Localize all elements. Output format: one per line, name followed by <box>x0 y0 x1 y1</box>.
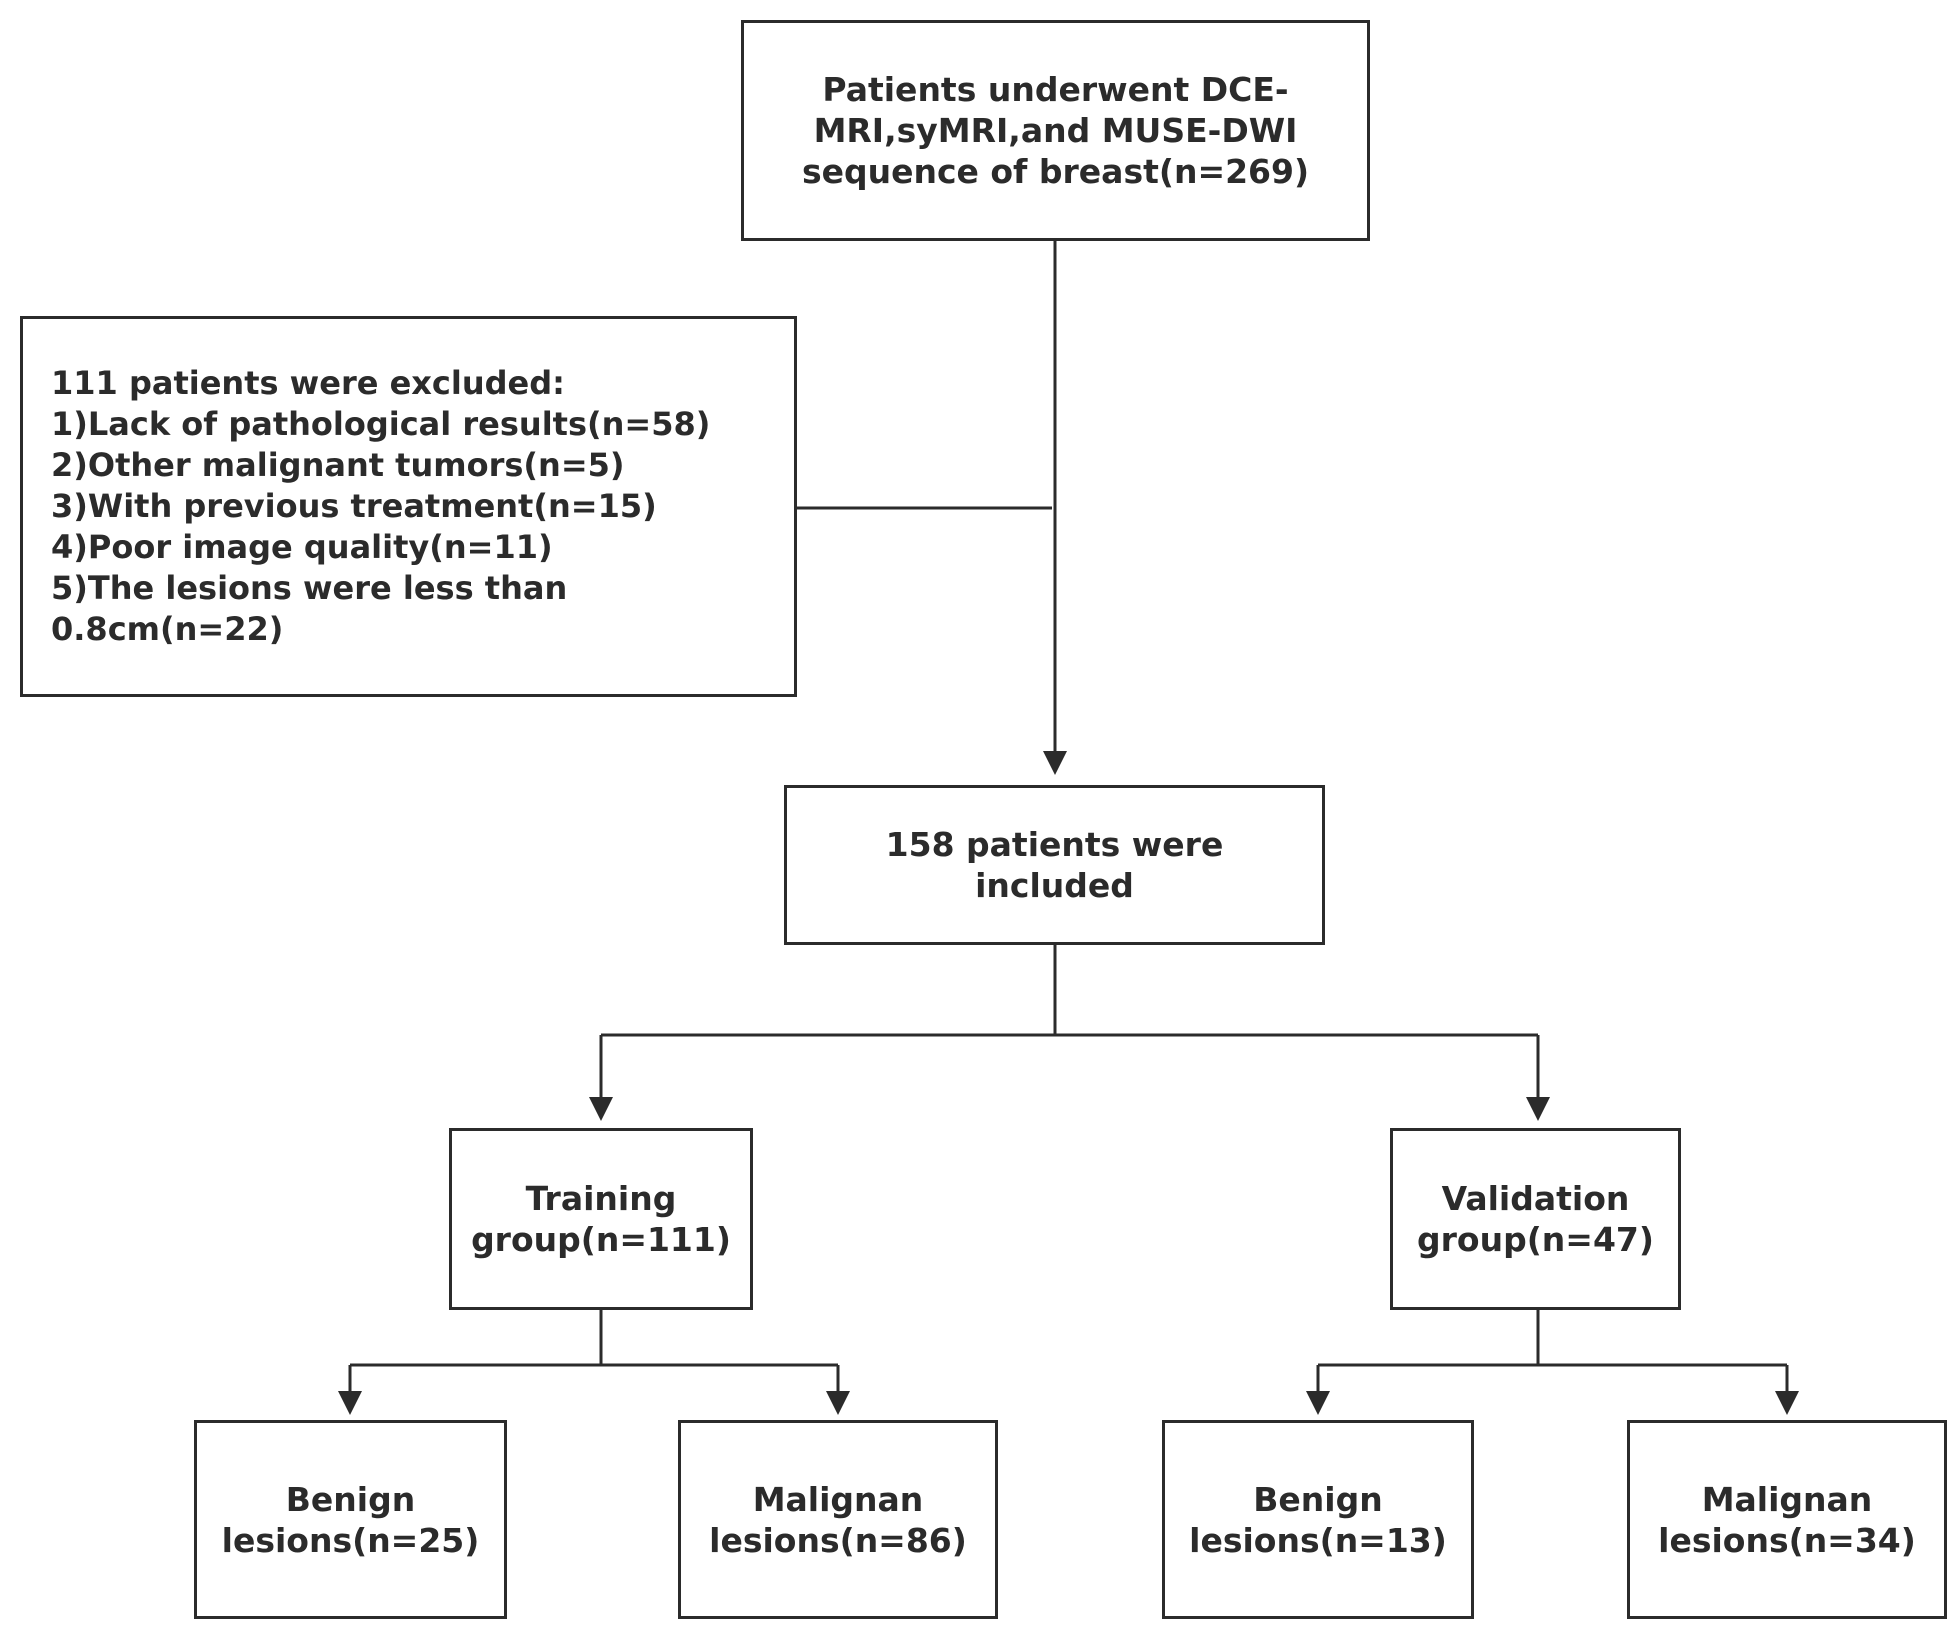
validation-line-1: Validation <box>1441 1179 1630 1218</box>
training-malignant-line-1: Malignan <box>752 1479 924 1519</box>
start-box: Patients underwent DCE- MRI,syMRI,and MU… <box>741 20 1370 241</box>
training-malignant-line-2: lesions(n=86) <box>709 1520 967 1560</box>
training-group-box: Training group(n=111) <box>449 1128 753 1310</box>
validation-line-2: group(n=47) <box>1417 1220 1654 1259</box>
start-line-1: Patients underwent DCE- <box>822 70 1289 109</box>
validation-malignant-line-2: lesions(n=34) <box>1658 1520 1916 1560</box>
exclusion-line-6: 5)The lesions were less than <box>51 569 568 607</box>
training-benign-box: Benign lesions(n=25) <box>194 1420 507 1619</box>
validation-benign-line-1: Benign <box>1253 1479 1383 1519</box>
validation-malignant-line-1: Malignan <box>1701 1479 1873 1519</box>
exclusion-line-3: 2)Other malignant tumors(n=5) <box>51 446 625 484</box>
training-malignant-box: Malignan lesions(n=86) <box>678 1420 998 1619</box>
training-line-2: group(n=111) <box>471 1220 731 1259</box>
validation-group-box: Validation group(n=47) <box>1390 1128 1681 1310</box>
exclusion-line-2: 1)Lack of pathological results(n=58) <box>51 405 711 443</box>
start-line-2: MRI,syMRI,and MUSE-DWI <box>813 111 1298 150</box>
training-benign-line-1: Benign <box>285 1479 416 1519</box>
included-box: 158 patients were included <box>784 785 1325 945</box>
exclusion-line-4: 3)With previous treatment(n=15) <box>51 487 657 525</box>
included-line-1: 158 patients were <box>885 825 1224 864</box>
training-benign-line-2: lesions(n=25) <box>221 1520 480 1560</box>
training-line-1: Training <box>525 1179 677 1218</box>
exclusion-box: 111 patients were excluded: 1)Lack of pa… <box>20 316 797 697</box>
exclusion-line-1: 111 patients were excluded: <box>51 364 565 402</box>
start-line-3: sequence of breast(n=269) <box>801 152 1310 191</box>
exclusion-line-7: 0.8cm(n=22) <box>51 610 284 648</box>
included-line-2: included <box>975 866 1134 905</box>
validation-benign-line-2: lesions(n=13) <box>1189 1520 1447 1560</box>
validation-benign-box: Benign lesions(n=13) <box>1162 1420 1474 1619</box>
validation-malignant-box: Malignan lesions(n=34) <box>1627 1420 1947 1619</box>
exclusion-line-5: 4)Poor image quality(n=11) <box>51 528 553 566</box>
